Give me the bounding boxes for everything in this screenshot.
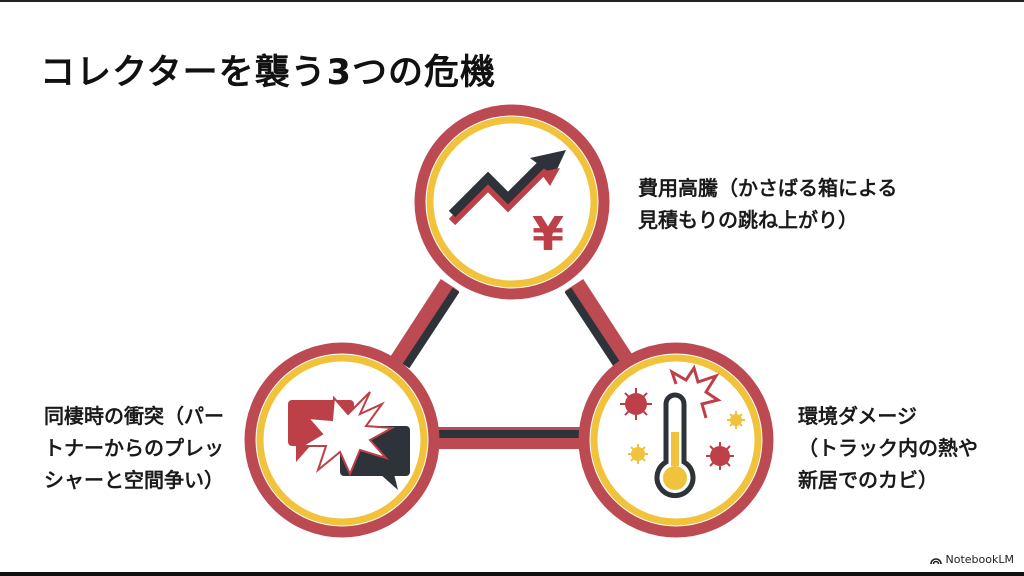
label-line: 環境ダメージ (798, 404, 917, 428)
label-cost: 費用高騰（かさばる箱による 見積もりの跳ね上がり） (638, 172, 897, 236)
node-cost: ¥ (414, 104, 610, 300)
brand-name: NotebookLM (945, 553, 1014, 566)
virus-icon (628, 444, 648, 464)
brand-watermark: NotebookLM (929, 553, 1014, 566)
connector-lines (390, 279, 634, 449)
label-line: 見積もりの跳ね上がり） (638, 208, 858, 232)
label-environment: 環境ダメージ （トラック内の熱や 新居でのカビ） (798, 400, 978, 496)
thermometer-virus-icon (620, 364, 745, 499)
page-title: コレクターを襲う3つの危機 (40, 53, 496, 93)
notebooklm-logo-icon (929, 557, 942, 564)
virus-icon (620, 388, 652, 420)
label-line: シャーと空間争い） (44, 468, 224, 492)
clashing-speech-bubbles-icon (288, 391, 410, 490)
bottom-border (0, 572, 1024, 576)
top-border (0, 0, 1024, 2)
label-cohabitation: 同棲時の衝突（パー トナーからのプレッ シャーと空間争い） (44, 400, 224, 496)
label-line: 費用高騰（かさばる箱による (638, 176, 898, 200)
virus-icon (706, 442, 734, 470)
label-line: 新居でのカビ） (798, 468, 938, 492)
label-line: 同棲時の衝突（パー (44, 404, 224, 428)
virus-icon (727, 411, 745, 429)
rising-chart-yen-icon: ¥ (448, 150, 566, 261)
node-cohabitation (244, 342, 440, 538)
yen-symbol: ¥ (532, 207, 564, 261)
label-line: トナーからのプレッ (44, 436, 224, 460)
label-line: （トラック内の熱や (798, 436, 978, 460)
node-environment (578, 342, 774, 538)
